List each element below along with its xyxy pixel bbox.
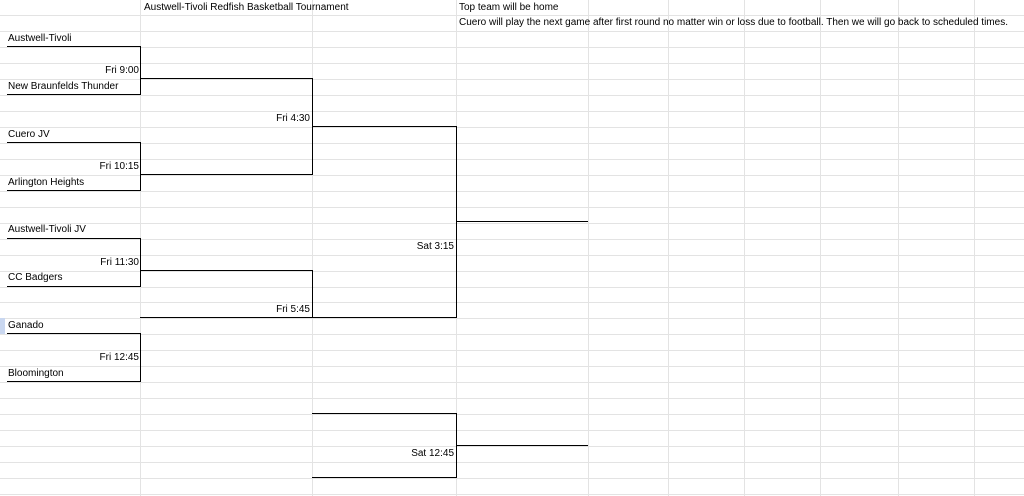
bracket-line: [7, 238, 140, 239]
bracket-line: [312, 317, 457, 318]
bracket-line: [7, 94, 141, 95]
row-gridline: [0, 127, 1024, 128]
team-cell[interactable]: CC Badgers: [8, 272, 63, 283]
row-gridline: [0, 31, 1024, 32]
row-gridline: [0, 239, 1024, 240]
game-time-cell[interactable]: Fri 12:45: [99, 352, 139, 363]
tournament-title[interactable]: Austwell-Tivoli Redfish Basketball Tourn…: [144, 2, 349, 13]
row-gridline: [0, 382, 1024, 383]
row-gridline: [0, 159, 1024, 160]
bracket-line: [7, 142, 140, 143]
row-gridline: [0, 207, 1024, 208]
team-cell[interactable]: Ganado: [8, 320, 44, 331]
team-cell[interactable]: Austwell-Tivoli JV: [8, 224, 86, 235]
bracket-line: [140, 78, 312, 79]
row-gridline: [0, 47, 1024, 48]
row-gridline: [0, 287, 1024, 288]
bracket-line: [456, 445, 588, 446]
row-gridline: [0, 175, 1024, 176]
note-cuero[interactable]: Cuero will play the next game after firs…: [459, 17, 1008, 28]
row-gridline: [0, 318, 1024, 319]
bracket-line: [7, 381, 141, 382]
column-gridline: [974, 0, 975, 496]
row-gridline: [0, 143, 1024, 144]
bracket-line: [456, 126, 457, 318]
bracket-line: [312, 126, 456, 127]
note-home-team[interactable]: Top team will be home: [459, 2, 559, 13]
column-gridline: [668, 0, 669, 496]
game-time-cell[interactable]: Fri 4:30: [276, 113, 310, 124]
column-gridline: [312, 0, 313, 496]
team-cell[interactable]: Cuero JV: [8, 129, 50, 140]
row-gridline: [0, 15, 1024, 16]
row-gridline: [0, 398, 1024, 399]
bracket-line: [7, 46, 140, 47]
consolation-time-cell[interactable]: Sat 12:45: [411, 448, 454, 459]
final-time-cell[interactable]: Sat 3:15: [416, 241, 454, 252]
row-gridline: [0, 255, 1024, 256]
row-gridline: [0, 271, 1024, 272]
row-gridline: [0, 414, 1024, 415]
bracket-line: [140, 317, 313, 318]
row-gridline: [0, 478, 1024, 479]
game-time-cell[interactable]: Fri 9:00: [105, 65, 139, 76]
row-gridline: [0, 191, 1024, 192]
bracket-line: [312, 477, 457, 478]
row-header-selected[interactable]: [0, 318, 5, 334]
bracket-line: [7, 190, 141, 191]
team-cell[interactable]: Bloomington: [8, 368, 64, 379]
bracket-line: [312, 413, 456, 414]
row-gridline: [0, 302, 1024, 303]
bracket-line: [140, 270, 312, 271]
game-time-cell[interactable]: Fri 10:15: [99, 161, 139, 172]
column-gridline: [744, 0, 745, 496]
row-gridline: [0, 446, 1024, 447]
game-time-cell[interactable]: Fri 5:45: [276, 304, 310, 315]
game-time-cell[interactable]: Fri 11:30: [100, 257, 139, 268]
row-gridline: [0, 462, 1024, 463]
bracket-line: [456, 221, 588, 222]
team-cell[interactable]: New Braunfelds Thunder: [8, 81, 119, 92]
column-gridline: [588, 0, 589, 496]
bracket-line: [140, 174, 313, 175]
row-gridline: [0, 63, 1024, 64]
row-gridline: [0, 334, 1024, 335]
row-gridline: [0, 79, 1024, 80]
row-gridline: [0, 350, 1024, 351]
row-gridline: [0, 366, 1024, 367]
bracket-line: [140, 46, 141, 95]
bracket-line: [312, 270, 313, 318]
row-gridline: [0, 494, 1024, 495]
row-gridline: [0, 430, 1024, 431]
row-gridline: [0, 223, 1024, 224]
team-cell[interactable]: Austwell-Tivoli: [8, 33, 72, 44]
bracket-line: [7, 333, 140, 334]
bracket-line: [7, 286, 141, 287]
column-gridline: [820, 0, 821, 496]
team-cell[interactable]: Arlington Heights: [8, 177, 85, 188]
bracket-line: [140, 238, 141, 287]
row-gridline: [0, 111, 1024, 112]
bracket-line: [140, 333, 141, 382]
column-gridline: [898, 0, 899, 496]
row-gridline: [0, 95, 1024, 96]
bracket-line: [140, 142, 141, 191]
